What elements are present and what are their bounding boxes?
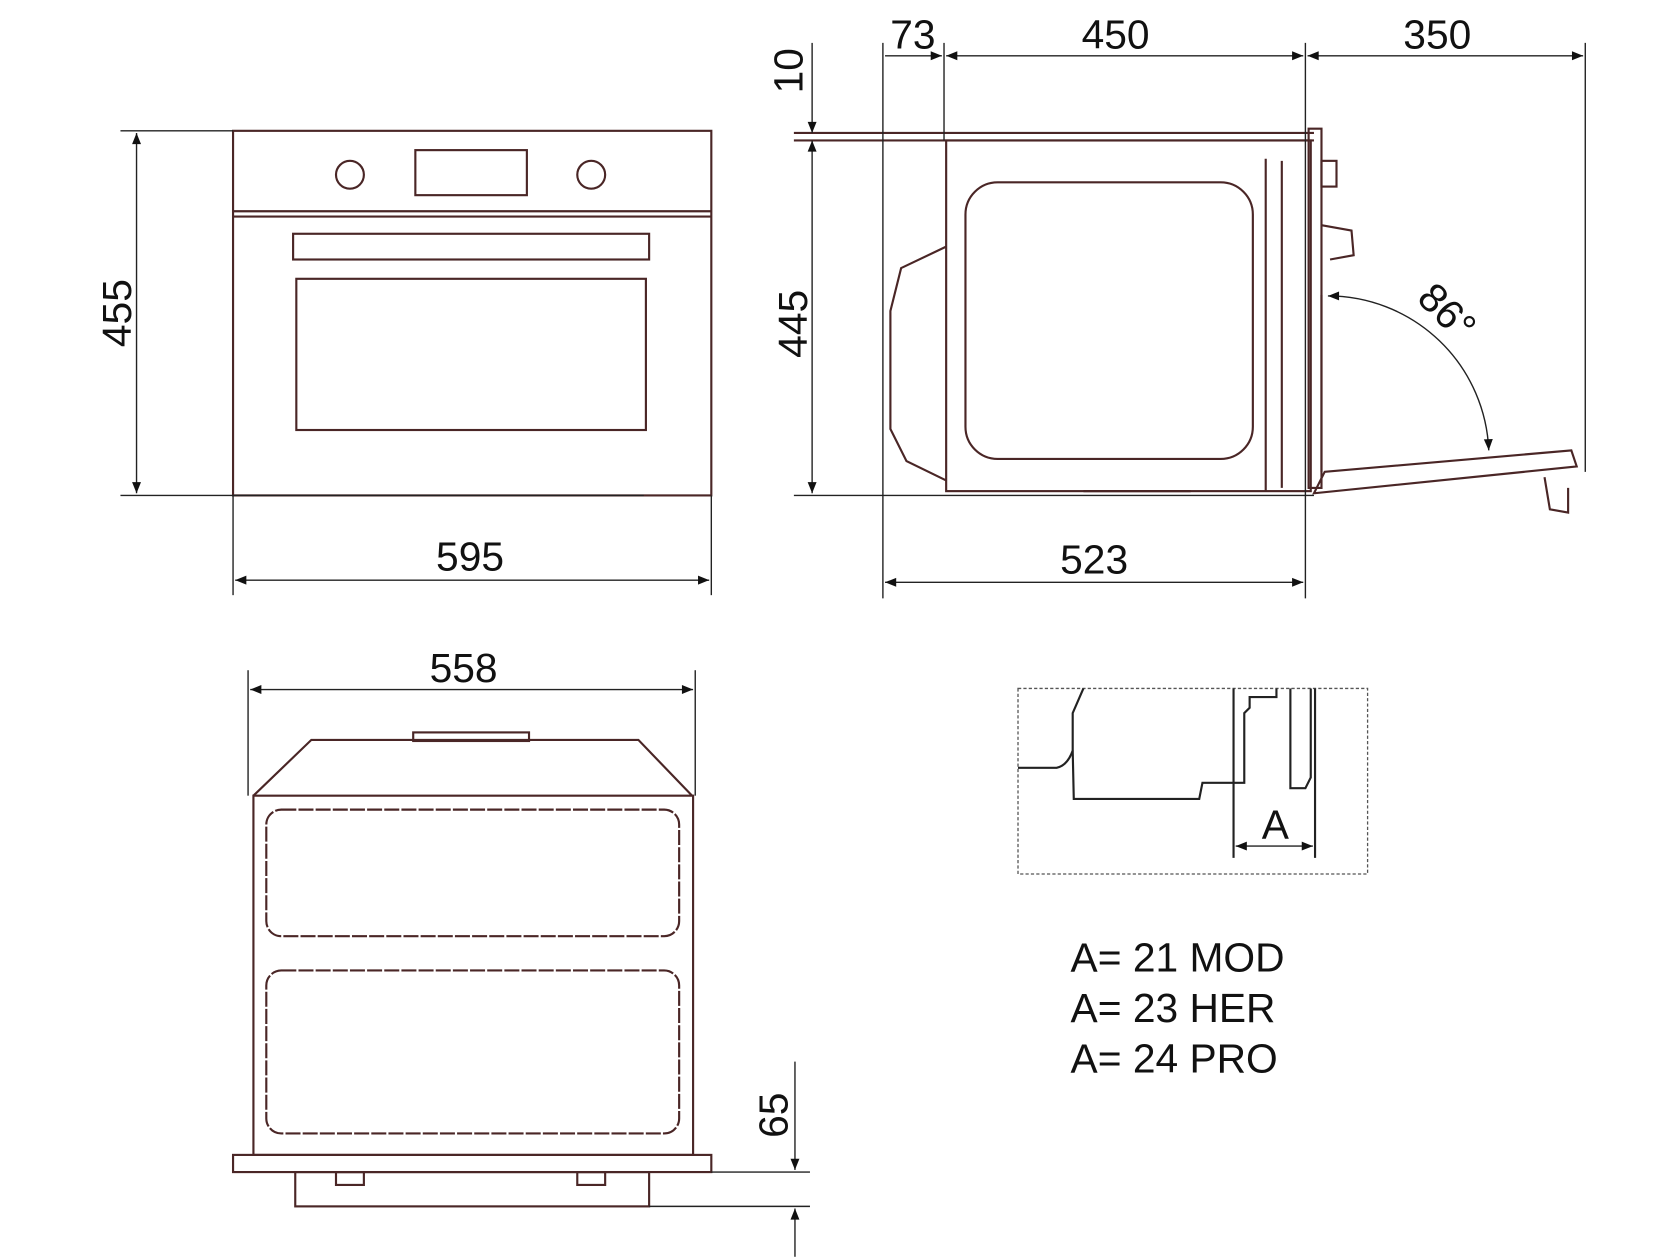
cavity-lower (265, 969, 681, 1135)
oven-side-body (945, 139, 1312, 493)
knob-side (1320, 159, 1338, 188)
legend-item: A= 21 MOD (1071, 935, 1285, 981)
door-angle-label: 86° (1409, 274, 1485, 350)
door-top (294, 1170, 651, 1208)
knob-icon (334, 159, 365, 190)
front-width-label: 595 (436, 533, 504, 579)
front-height-label: 455 (94, 279, 140, 347)
handle-side (1321, 224, 1355, 261)
front-panel-top (231, 1153, 713, 1174)
door-handle (292, 232, 651, 261)
rear-housing (252, 738, 693, 797)
door-handle-open (1543, 477, 1570, 514)
front-depth-label: 73 (890, 11, 935, 57)
cavity-upper (265, 808, 681, 938)
oven-top-body (252, 794, 695, 1156)
display-panel (414, 149, 528, 197)
body-depth-label: 450 (1082, 11, 1150, 57)
legend-item: A= 23 HER (1071, 985, 1276, 1031)
detail-frame (1017, 687, 1369, 875)
side-height-label: 445 (770, 290, 816, 358)
knob-icon (576, 159, 607, 190)
door-window (295, 277, 647, 432)
side-view: 86° 10 445 73 450 350 523 (765, 11, 1586, 599)
top-width-label: 558 (430, 645, 498, 691)
angle-arc (1327, 291, 1493, 451)
open-door (1312, 449, 1579, 495)
legend: A= 21 MOD A= 23 HER A= 24 PRO (1071, 935, 1285, 1082)
rear-fan-housing (889, 245, 947, 482)
top-gap-label: 10 (765, 48, 811, 93)
total-depth-label: 523 (1060, 537, 1128, 583)
cavity (964, 181, 1254, 461)
top-view: 558 65 (231, 645, 810, 1257)
offset-label: 65 (750, 1093, 796, 1138)
door-open-label: 350 (1403, 11, 1471, 57)
front-view: 455 595 (94, 129, 713, 596)
legend-item: A= 24 PRO (1071, 1035, 1278, 1081)
oven-front-outline (231, 129, 713, 497)
detail-label: A (1262, 802, 1290, 848)
detail-view: A (1017, 687, 1369, 875)
